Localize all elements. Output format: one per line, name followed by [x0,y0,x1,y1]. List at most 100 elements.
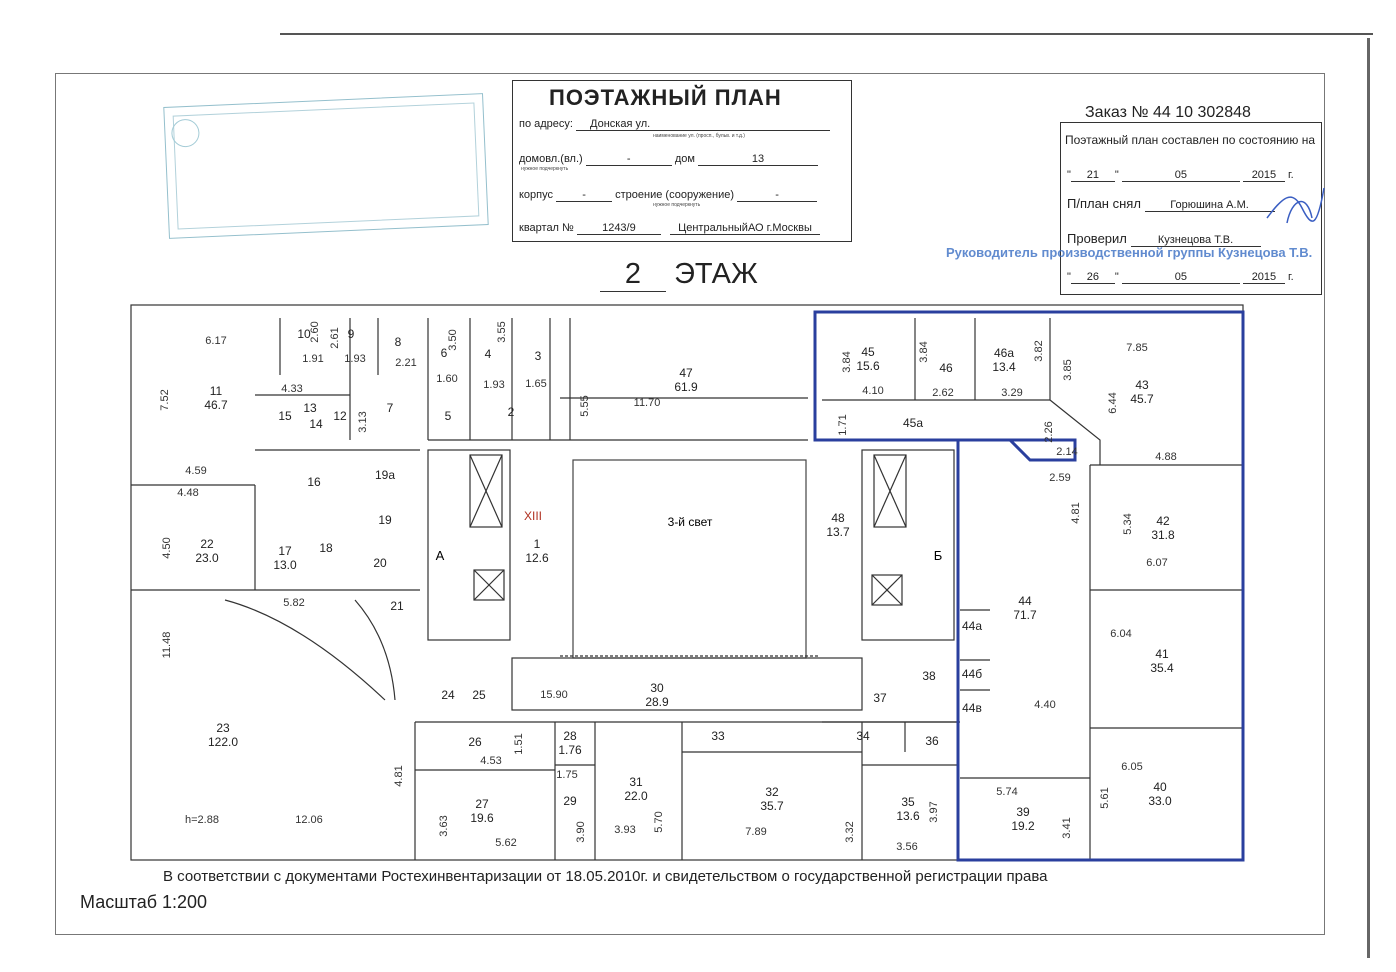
dimension-label: 3.82 [1033,340,1045,361]
room-number-10: 10 [297,327,311,341]
room-number-35: 35 [901,795,915,809]
room-area-23: 122.0 [208,735,238,749]
dimension-label: 5.82 [283,597,304,609]
room-number-22: 22 [200,537,214,551]
room-area-22: 23.0 [195,551,219,565]
room-number-42: 42 [1156,514,1170,528]
room-number-16: 16 [307,475,321,489]
stroenie-value: - [737,189,818,202]
date1-year: 2015 [1242,169,1285,182]
title-block: ПОЭТАЖНЫЙ ПЛАН по адресу: Донская ул. на… [512,80,852,242]
dimension-label: 1.65 [525,378,546,390]
dimension-label: 4.88 [1155,451,1176,463]
room-number-34: 34 [856,729,870,743]
room-number-30: 30 [650,681,664,695]
dimension-label: 6.04 [1110,628,1131,640]
stair-a-label: А [436,548,445,563]
dimension-label: 3.41 [1061,817,1073,838]
korpus-label: корпус [519,189,554,201]
room-number-29: 29 [563,794,577,808]
house-label: домовл.(вл.) [519,153,583,165]
dimension-label: 5.34 [1122,513,1134,534]
checked-by: Кузнецова Т.В. [1130,234,1261,247]
dimension-label: 5.55 [579,395,591,416]
dimension-label: 15.90 [540,689,568,701]
room-area-27: 19.6 [470,811,494,825]
dimension-label: 1.71 [837,414,849,435]
room-number-14: 14 [309,417,323,431]
room-number-48: 48 [831,511,845,525]
room-number-25: 25 [472,688,486,702]
room-number-37: 37 [873,691,887,705]
room-number-18: 18 [319,541,333,555]
room-number-44: 44 [1018,594,1032,608]
dimension-label: 4.59 [185,465,206,477]
blue-stamp: Руководитель производственной группы Куз… [946,245,1313,260]
district-value: ЦентральныйАО г.Москвы [669,222,820,235]
state-label: Поэтажный план составлен по состоянию на [1065,133,1316,147]
dimension-label: 12.06 [295,814,323,826]
scan-edge-right [1367,38,1370,958]
room-area-30: 28.9 [645,695,669,709]
room-area-17: 13.0 [273,558,297,572]
date2-day: 26 [1070,271,1115,284]
dimension-label: 3.32 [844,821,856,842]
room-area-32: 35.7 [760,799,784,813]
room-number-2: 2 [508,405,515,419]
dimension-label: 2.60 [309,321,321,342]
room-area-44: 71.7 [1013,608,1037,622]
date1-month: 05 [1121,169,1240,182]
dimension-label: 6.05 [1121,761,1142,773]
dimension-label: 3.90 [575,821,587,842]
room-area-46а: 13.4 [992,360,1016,374]
room-number-40: 40 [1153,780,1167,794]
dimension-label: 3.84 [918,341,930,362]
dimension-label: 1.75 [556,769,577,781]
dimension-label: 4.48 [177,487,198,499]
plan-sheet [55,73,1325,935]
address-value: Донская ул. [576,118,831,131]
dimension-label: 3.55 [496,321,508,342]
room-area-47: 61.9 [674,380,698,394]
room-area-41: 35.4 [1150,661,1174,675]
room-number-7: 7 [387,401,394,415]
dimension-label: 5.62 [495,837,516,849]
signature [1266,187,1325,224]
room-area-11: 46.7 [204,398,228,412]
room-number-11: 11 [210,384,223,398]
dimension-label: 11.70 [634,397,661,409]
dimension-label: 3.84 [841,351,853,372]
order-number: Заказ № 44 10 302848 [1085,104,1251,121]
dimension-label: 3.50 [447,329,459,350]
room-number-8: 8 [395,335,402,349]
dimension-label: 1.93 [483,379,504,391]
room-number-46а: 46а [994,346,1014,360]
korpus-value: - [556,189,613,202]
room-number-28: 28 [563,729,577,743]
dimension-label: 1.60 [436,373,457,385]
floor-number: 2 [600,258,666,292]
room-number-44в: 44в [962,701,982,715]
room-number-44б: 44б [962,667,982,681]
room-number-26: 26 [468,735,482,749]
stroenie-label: строение (сооружение) [615,189,735,201]
dimension-label: h=2.88 [185,814,219,826]
room-number-12: 12 [333,409,347,423]
dimension-label: 11.48 [161,632,173,659]
order-block: Поэтажный план составлен по состоянию на… [1060,122,1322,295]
room-number-23: 23 [216,721,230,735]
room-number-19а: 19а [375,468,395,482]
room-number-47: 47 [679,366,693,380]
room-number-15: 15 [278,409,292,423]
room-number-32: 32 [765,785,779,799]
footer-note: В соответствии с документами Ростехинвен… [163,868,1048,885]
dimension-label: 3.56 [896,841,917,853]
dimension-label: 3.93 [614,824,635,836]
dimension-label: 7.85 [1126,342,1147,354]
dimension-label: 4.33 [281,383,302,395]
room-number-41: 41 [1155,647,1169,661]
dimension-label: 3.63 [438,815,450,836]
checked-label: Проверил [1067,231,1127,246]
room-number-17: 17 [278,544,292,558]
room-area-48: 13.7 [826,525,850,539]
